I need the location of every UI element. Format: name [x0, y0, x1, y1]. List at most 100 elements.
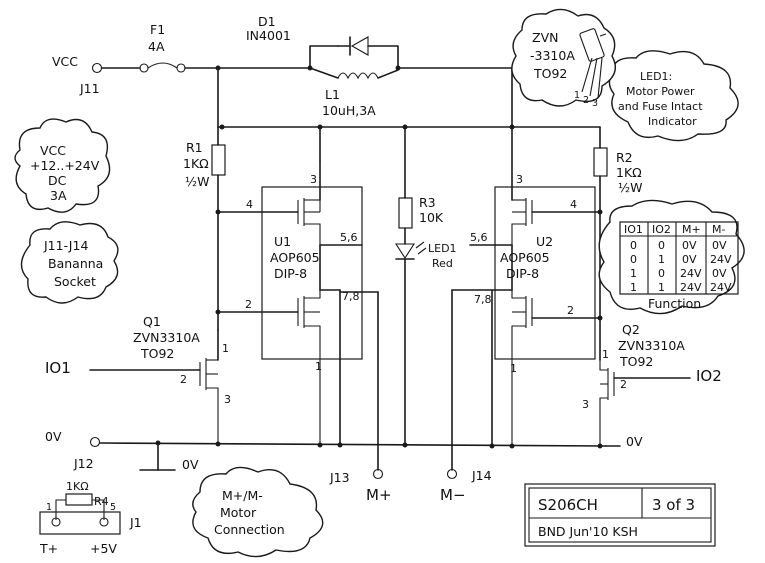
- connector-j1: 1KΩ R4 1 5 J1 T+ +5V: [39, 480, 142, 556]
- motor-note-line1: M+/M-: [222, 488, 263, 503]
- u1-pin2: 2: [245, 298, 252, 311]
- led1-color: Red: [432, 257, 453, 270]
- u2-pin2: 2: [567, 304, 574, 317]
- transistor-q2: Q2 ZVN3310A TO92 1 2 3 IO2: [582, 322, 722, 446]
- j11-label: J11: [79, 81, 100, 96]
- u1-package: DIP-8: [274, 266, 307, 281]
- banana-note-line1: J11-J14: [43, 238, 88, 253]
- banana-note-cloud: J11-J14 Bananna Socket: [20, 221, 119, 304]
- gnd-small-label: 0V: [182, 457, 199, 472]
- title-block: S206CH 3 of 3 BND Jun'10 KSH: [524, 483, 716, 547]
- supply-note-line2: +12..+24V: [30, 158, 100, 173]
- fuse-f1: F1 4A: [139, 22, 311, 73]
- l1-ref: L1: [325, 87, 340, 102]
- u2-pin3: 3: [516, 173, 523, 186]
- led-note-line2: Motor Power: [626, 85, 695, 98]
- motor-note-cloud: M+/M- Motor Connection: [192, 466, 324, 558]
- resistor-r3: R3 10K: [398, 126, 444, 229]
- j14-label: J14: [471, 468, 492, 483]
- title-sheet: 3 of 3: [652, 496, 695, 514]
- j12-label: J12: [73, 456, 94, 471]
- f1-value: 4A: [148, 39, 165, 54]
- gnd-label: 0V: [45, 429, 62, 444]
- diode-d1: D1 IN4001: [246, 14, 399, 69]
- m-plus-label: M+: [366, 486, 392, 504]
- led1-ref: LED1: [428, 242, 457, 255]
- q2-ref: Q2: [622, 322, 640, 337]
- u2-package: DIP-8: [506, 266, 539, 281]
- vcc-terminal[interactable]: [91, 62, 103, 74]
- mosfet-u1: 3 4 5,6 2 7,8 1 U1 AOP605 DIP-8: [217, 126, 363, 447]
- table-cell: 24V: [680, 267, 702, 280]
- r3-ref: R3: [419, 195, 436, 210]
- q2-pin3: 3: [582, 398, 589, 411]
- led-note-line4: Indicator: [648, 115, 697, 128]
- supply-note-line3: DC: [48, 173, 67, 188]
- resistor-r1: R1 1KΩ ½W: [183, 140, 226, 331]
- m-plus-terminal[interactable]: [372, 468, 384, 480]
- to92-package-icon: [579, 28, 607, 99]
- u1-part: AOP605: [270, 250, 320, 265]
- r1-ref: R1: [186, 140, 203, 155]
- u2-part: AOP605: [500, 250, 550, 265]
- io2-label: IO2: [696, 367, 722, 385]
- zvn-note-line1: ZVN: [532, 30, 558, 45]
- function-table-header-io1: IO1: [624, 223, 643, 236]
- r2-value: 1KΩ: [616, 165, 642, 180]
- vcc-input: VCC J11: [52, 54, 141, 96]
- gnd-terminal[interactable]: [89, 436, 101, 448]
- r4-ref: R4: [94, 495, 109, 508]
- table-cell: 24V: [710, 253, 732, 266]
- u1-pin3: 3: [310, 173, 317, 186]
- u2-pin78: 7,8: [474, 293, 492, 306]
- j1-pin1: 1: [46, 502, 52, 513]
- r4-value: 1KΩ: [66, 480, 89, 493]
- f1-ref: F1: [150, 22, 165, 37]
- title-part: S206CH: [538, 496, 598, 514]
- table-cell: 1: [630, 281, 637, 294]
- table-cell: 1: [658, 253, 665, 266]
- table-cell: 1: [658, 281, 665, 294]
- m-minus-label: M−: [440, 486, 466, 504]
- function-table-header-io2: IO2: [652, 223, 671, 236]
- function-table-caption: Function: [648, 296, 701, 311]
- table-cell: 0V: [682, 253, 697, 266]
- m-minus-terminal[interactable]: [446, 468, 458, 480]
- led-note-cloud: LED1: Motor Power and Fuse Intact Indica…: [608, 50, 739, 142]
- j1-label: J1: [129, 515, 142, 530]
- function-table: IO1 IO2 M+ M- 0 0 0V 0V 0 1 0V 24V 1 0 2…: [619, 221, 739, 295]
- motor-outputs: J13 M+ J14 M−: [329, 289, 492, 504]
- table-cell: 24V: [680, 281, 702, 294]
- q1-pin2: 2: [180, 373, 187, 386]
- transistor-q1: Q1 ZVN3310A TO92 1 2 3 IO1: [45, 314, 231, 446]
- table-cell: 0V: [712, 239, 727, 252]
- table-cell: 0: [658, 239, 665, 252]
- function-table-header-mplus: M+: [682, 223, 701, 236]
- u1-pin56: 5,6: [340, 231, 358, 244]
- j1-pin5: 5: [110, 502, 116, 513]
- u1-pin1: 1: [315, 360, 322, 373]
- zvn-pin1: 1: [574, 90, 580, 101]
- u2-ref: U2: [536, 234, 553, 249]
- d1-ref: D1: [258, 14, 276, 29]
- q2-pin1: 1: [602, 348, 609, 361]
- banana-note-line3: Socket: [54, 274, 96, 289]
- q1-ref: Q1: [143, 314, 161, 329]
- zvn-note-line3: TO92: [533, 66, 567, 81]
- r2-rating: ½W: [618, 180, 642, 195]
- led1: LED1 Red: [394, 227, 457, 447]
- gnd-right-label: 0V: [626, 434, 643, 449]
- zvn-note-line2: -3310A: [530, 48, 575, 63]
- q2-pin2: 2: [620, 378, 627, 391]
- title-revision: BND Jun'10 KSH: [538, 524, 638, 539]
- supply-note-line1: VCC: [40, 143, 66, 158]
- inductor-l1: L1 10uH,3A: [215, 65, 513, 118]
- table-cell: 0V: [712, 267, 727, 280]
- plus5v-label: +5V: [90, 541, 117, 556]
- zvn-pin2: 2: [583, 95, 589, 106]
- ground-rail: 0V 0V J12 0V: [45, 429, 643, 472]
- r1-rating: ½W: [185, 174, 209, 189]
- d1-value: IN4001: [246, 28, 291, 43]
- q1-pin1: 1: [222, 342, 229, 355]
